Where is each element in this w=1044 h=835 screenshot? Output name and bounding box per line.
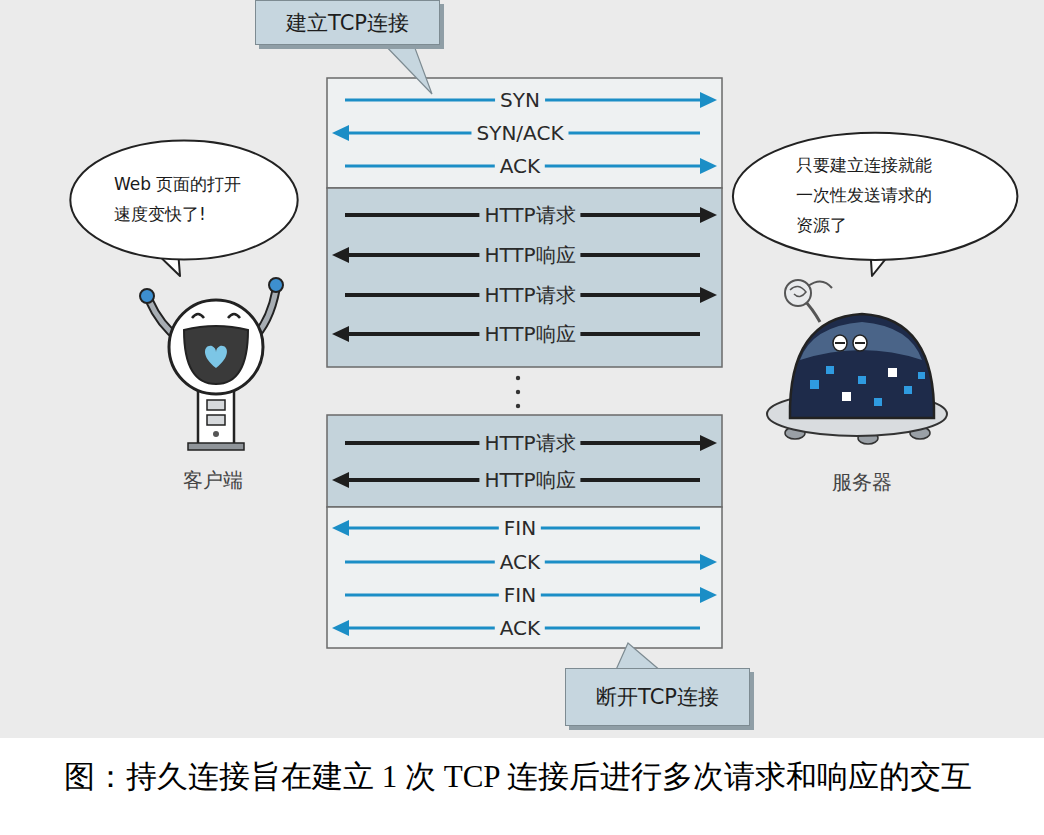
callout-box: 断开TCP连接 [565,668,750,726]
arrow-head [332,326,349,342]
message-label: SYN [495,88,545,112]
device-label: 服务器 [827,470,897,494]
handshake-panel [327,78,722,188]
callout-text: 建立TCP连接 [286,9,409,37]
bubble-ellipse [733,132,1018,259]
callout-pointer [380,40,432,94]
arrow-head [700,587,717,603]
arrow-head [332,125,349,141]
bubble-text-group: 只要建立连接就能 一次性发送请求的 资源了 [796,151,954,240]
http-panel [327,415,722,507]
arrow-head [700,207,717,223]
arrow-head [700,287,717,303]
ground [0,0,1044,738]
arrow-head [700,92,717,108]
device-label: 客户端 [178,468,248,492]
arrow-head [332,620,349,636]
arrow-head [332,472,349,488]
message-label: FIN [499,516,541,540]
bubble-ellipse [70,140,297,259]
arrow-head [700,435,717,451]
bubble-text: 只要建立连接就能 一次性发送请求的 资源了 [796,151,954,240]
callout-text-group: 断开TCP连接 [596,683,719,711]
ellipsis-dot [516,390,520,394]
message-label: ACK [495,550,545,574]
server-robot [767,280,947,444]
message-label: ACK [495,154,545,178]
callout-text: 断开TCP连接 [596,683,719,711]
client-robot [140,278,283,450]
ellipsis-dot [516,376,520,380]
message-label: FIN [499,583,541,607]
callout-box: 建立TCP连接 [255,0,440,45]
message-label: HTTP响应 [479,243,580,267]
message-label: HTTP请求 [479,431,580,455]
bubble-text-group: Web 页面的打开 速度变快了! [114,170,254,230]
arrow-head [700,554,717,570]
message-label: HTTP请求 [479,283,580,307]
message-label: HTTP请求 [479,203,580,227]
message-label: HTTP响应 [479,322,580,346]
message-label: SYN/ACK [471,121,568,145]
arrow-head [332,247,349,263]
bubble-outline [68,138,300,262]
http-panel [327,188,722,367]
speech-bubble: Web 页面的打开 速度变快了! [68,138,300,262]
bubble-text: Web 页面的打开 速度变快了! [114,170,254,230]
caption: 图：持久连接旨在建立 1 次 TCP 连接后进行多次请求和响应的交互 [64,757,1004,798]
message-label: ACK [495,616,545,640]
callout-text-group: 建立TCP连接 [286,9,409,37]
teardown-panel [327,507,722,648]
ellipsis-dot [516,404,520,408]
arrow-head [332,520,349,536]
message-label: HTTP响应 [479,468,580,492]
speech-bubble: 只要建立连接就能 一次性发送请求的 资源了 [730,130,1020,263]
arrow-head [700,158,717,174]
